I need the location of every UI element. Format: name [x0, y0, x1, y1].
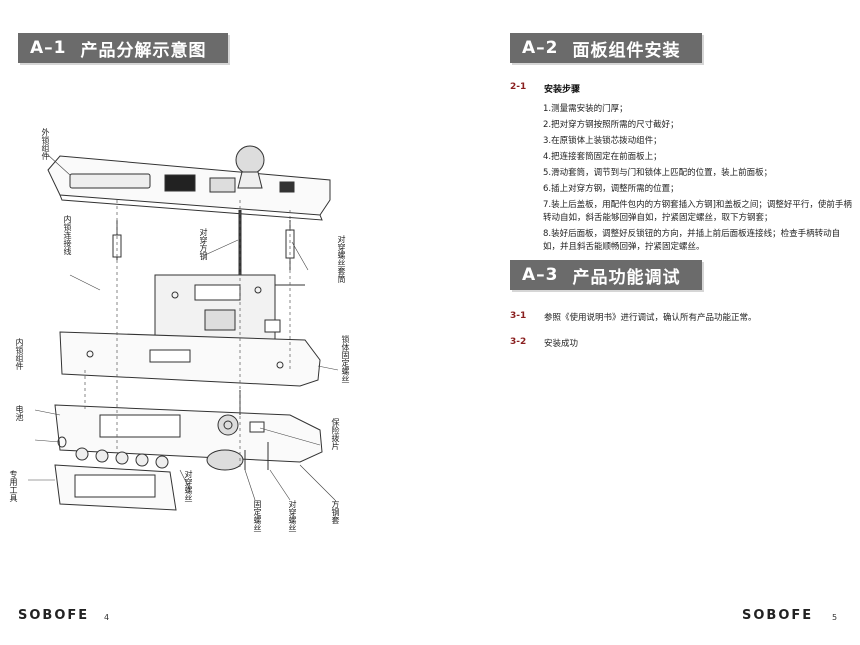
- left-page: A–1 产品分解示意图: [9, 33, 350, 623]
- battery-cover-drawing: [54, 464, 177, 511]
- step-3-2: 3-2 安装成功: [510, 337, 578, 349]
- section-code: A–3: [522, 265, 559, 285]
- label-square-sleeve: 方钢套: [331, 500, 340, 524]
- footer-brand: SOBOFE: [18, 608, 90, 623]
- label-outer-lock: 外锁组件: [41, 128, 50, 160]
- step-heading-2-1: 2-1 安装步骤: [510, 82, 580, 95]
- section-header-a2: A–2 面板组件安装: [510, 33, 702, 63]
- step-text: 参照《使用说明书》进行调试，确认所有产品功能正常。: [544, 313, 757, 323]
- list-item: 5.滑动套筒，调节到与门和锁体上匹配的位置，装上前面板；: [543, 168, 773, 178]
- page-number: 5: [832, 613, 838, 622]
- label-through-screw-2: 对穿螺丝: [288, 500, 297, 532]
- section-header-a1: A–1 产品分解示意图: [18, 33, 228, 63]
- label-inner-cable: 内锁连接线: [63, 215, 72, 255]
- page-number: 4: [104, 613, 110, 622]
- step-title: 安装步骤: [544, 85, 581, 95]
- section-title: 产品分解示意图: [80, 40, 207, 61]
- label-inner-lock: 内锁组件: [15, 338, 24, 370]
- inner-lock-drawing: [54, 390, 323, 463]
- list-item: 7.装上后盖板，用配件包内的方钢套插入方钢]和盖板之间；调整好平行，使前手柄转动…: [543, 200, 852, 223]
- outer-lock-drawing: [47, 145, 331, 221]
- section-code: A–2: [522, 38, 559, 58]
- label-through-screw-1: 对穿螺丝: [184, 470, 193, 502]
- mounting-plate-drawing: [59, 331, 321, 387]
- label-special-tool: 专用工具: [9, 470, 18, 502]
- label-protect-sheet: 保险拨片: [331, 418, 340, 450]
- lock-body-drawing: [154, 274, 305, 346]
- section-header-a3: A–3 产品功能调试: [510, 260, 702, 290]
- step-3-1: 3-1 参照《使用说明书》进行调试，确认所有产品功能正常。: [510, 311, 757, 323]
- list-item: 6.插上对穿方钢，调整所需的位置；: [543, 184, 679, 194]
- install-steps-list: 1.测量需安装的门厚； 2.把对穿方钢按照所需的尺寸截好； 3.在原锁体上装锁芯…: [543, 103, 855, 257]
- section-title: 产品功能调试: [572, 267, 681, 288]
- list-item: 4.把连接套筒固定在前面板上；: [543, 152, 662, 162]
- list-item: 1.测量需安装的门厚；: [543, 104, 628, 114]
- exploded-diagram: [28, 145, 339, 511]
- label-screw-sleeve: 对穿螺丝套筒: [337, 235, 346, 283]
- step-text: 安装成功: [544, 339, 579, 349]
- label-lock-screw: 锁体固定螺丝: [341, 335, 350, 383]
- label-battery: 电池: [15, 405, 24, 421]
- section-code: A–1: [30, 38, 67, 58]
- step-number: 2-1: [510, 82, 527, 92]
- label-fix-screw: 固定螺丝: [253, 500, 262, 532]
- list-item: 3.在原锁体上装锁芯拨动组件；: [543, 136, 662, 146]
- list-item: 8.装好后面板，调整好反锁钮的方向，并插上前后面板连接线；检查手柄转动自如，并且…: [543, 229, 841, 252]
- batteries-drawing: [57, 436, 169, 469]
- label-square-steel: 对穿方钢: [199, 228, 208, 260]
- section-title: 面板组件安装: [572, 40, 681, 61]
- step-number: 3-2: [510, 337, 527, 347]
- list-item: 2.把对穿方钢按照所需的尺寸截好；: [543, 120, 679, 130]
- footer-brand: SOBOFE: [742, 608, 814, 623]
- right-page: A–2 面板组件安装 2-1 安装步骤 1.测量需安装的门厚； 2.把对穿方钢按…: [430, 0, 860, 645]
- step-number: 3-1: [510, 311, 527, 321]
